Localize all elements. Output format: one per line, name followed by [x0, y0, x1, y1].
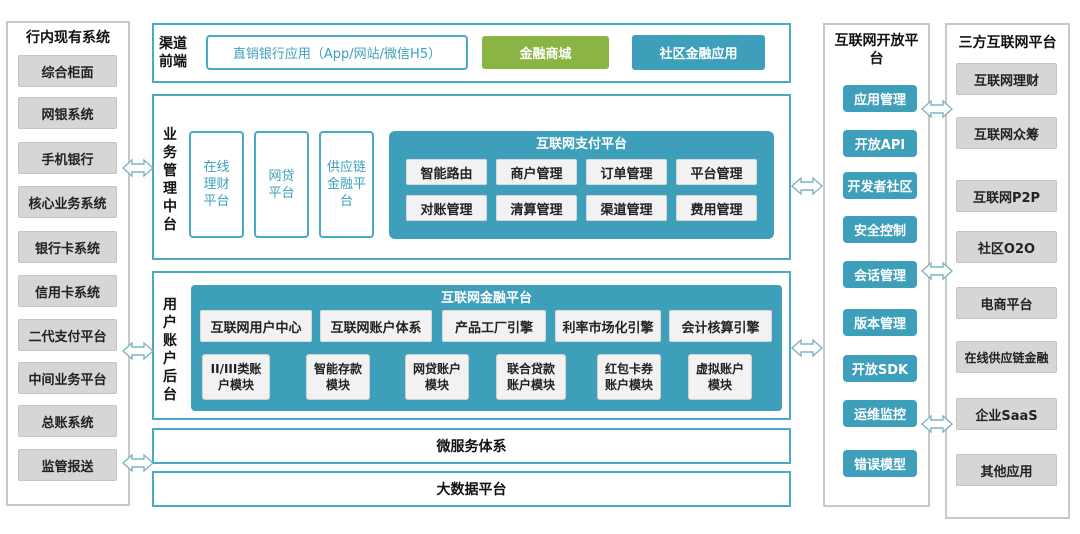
- third-party-item[interactable]: 企业SaaS: [956, 398, 1057, 430]
- finance-mall-button[interactable]: 金融商城: [482, 36, 609, 69]
- payment-platform-item[interactable]: 清算管理: [496, 195, 577, 221]
- microservice-bar[interactable]: 微服务体系: [152, 428, 791, 464]
- finance-platform-engine[interactable]: 利率市场化引擎: [555, 310, 661, 342]
- third-party-item[interactable]: 在线供应链金融: [956, 341, 1057, 373]
- supply-chain-finance-platform[interactable]: 供应链金融平台: [319, 131, 374, 238]
- third-party-item[interactable]: 互联网众筹: [956, 117, 1057, 149]
- finance-platform-module[interactable]: 智能存款模块: [306, 354, 370, 400]
- third-party-title: 三方互联网平台: [958, 35, 1057, 51]
- open-platform-item[interactable]: 应用管理: [843, 85, 917, 112]
- direct-bank-app-button[interactable]: 直销银行应用（App/网站/微信H5）: [206, 35, 468, 70]
- finance-platform-engine[interactable]: 会计核算引擎: [669, 310, 772, 342]
- existing-system-item[interactable]: 总账系统: [18, 405, 117, 437]
- community-finance-button[interactable]: 社区金融应用: [632, 35, 765, 70]
- existing-system-item[interactable]: 中间业务平台: [18, 362, 117, 394]
- open-platform-item[interactable]: 错误模型: [843, 450, 917, 477]
- third-party-item[interactable]: 社区O2O: [956, 231, 1057, 263]
- arrow-right-business: [791, 177, 823, 195]
- user-account-label: 用户账户后台: [163, 297, 177, 403]
- payment-platform-item[interactable]: 渠道管理: [586, 195, 667, 221]
- payment-platform-panel: [389, 131, 774, 239]
- existing-system-item[interactable]: 手机银行: [18, 142, 117, 174]
- open-platform-item[interactable]: 开放SDK: [843, 355, 917, 382]
- payment-platform-title: 互联网支付平台: [535, 136, 627, 152]
- open-platform-item[interactable]: 开放API: [843, 130, 917, 157]
- existing-system-item[interactable]: 信用卡系统: [18, 275, 117, 307]
- existing-systems-title: 行内现有系统: [26, 30, 110, 46]
- finance-platform-module[interactable]: II/III类账户模块: [202, 354, 270, 400]
- open-platform-item[interactable]: 安全控制: [843, 216, 917, 243]
- existing-system-item[interactable]: 综合柜面: [18, 55, 117, 87]
- third-party-item[interactable]: 电商平台: [956, 287, 1057, 319]
- existing-system-item[interactable]: 监管报送: [18, 449, 117, 481]
- channel-front-label: 渠道前端: [159, 36, 187, 70]
- finance-platform-engine[interactable]: 产品工厂引擎: [442, 310, 546, 342]
- finance-platform-title: 互联网金融平台: [440, 290, 532, 306]
- business-mid-label: 业务管理中台: [163, 127, 177, 233]
- third-party-item[interactable]: 互联网P2P: [956, 180, 1057, 212]
- finance-platform-panel: [191, 285, 782, 411]
- bigdata-bar[interactable]: 大数据平台: [152, 471, 791, 507]
- open-platform-title: 互联网开放平台: [834, 33, 919, 67]
- payment-platform-item[interactable]: 平台管理: [676, 159, 757, 185]
- finance-platform-engine[interactable]: 互联网用户中心: [200, 310, 312, 342]
- third-party-item[interactable]: 其他应用: [956, 454, 1057, 486]
- open-platform-item[interactable]: 运维监控: [843, 400, 917, 427]
- finance-platform-engine[interactable]: 互联网账户体系: [320, 310, 432, 342]
- third-party-panel: [945, 23, 1070, 519]
- open-platform-item[interactable]: 版本管理: [843, 309, 917, 336]
- open-platform-item[interactable]: 开发者社区: [843, 172, 917, 199]
- finance-platform-module[interactable]: 虚拟账户模块: [688, 354, 752, 400]
- online-wealth-platform[interactable]: 在线理财平台: [189, 131, 244, 238]
- existing-system-item[interactable]: 银行卡系统: [18, 231, 117, 263]
- payment-platform-item[interactable]: 智能路由: [406, 159, 487, 185]
- existing-system-item[interactable]: 二代支付平台: [18, 319, 117, 351]
- payment-platform-item[interactable]: 订单管理: [586, 159, 667, 185]
- finance-platform-module[interactable]: 联合贷款账户模块: [496, 354, 566, 400]
- third-party-item[interactable]: 互联网理财: [956, 63, 1057, 95]
- online-loan-platform[interactable]: 网贷平台: [254, 131, 309, 238]
- payment-platform-item[interactable]: 费用管理: [676, 195, 757, 221]
- payment-platform-item[interactable]: 对账管理: [406, 195, 487, 221]
- payment-platform-item[interactable]: 商户管理: [496, 159, 577, 185]
- finance-platform-module[interactable]: 红包卡券账户模块: [597, 354, 661, 400]
- existing-system-item[interactable]: 核心业务系统: [18, 186, 117, 218]
- existing-system-item[interactable]: 网银系统: [18, 97, 117, 129]
- finance-platform-module[interactable]: 网贷账户模块: [405, 354, 469, 400]
- arrow-right-user: [791, 339, 823, 357]
- open-platform-item[interactable]: 会话管理: [843, 261, 917, 288]
